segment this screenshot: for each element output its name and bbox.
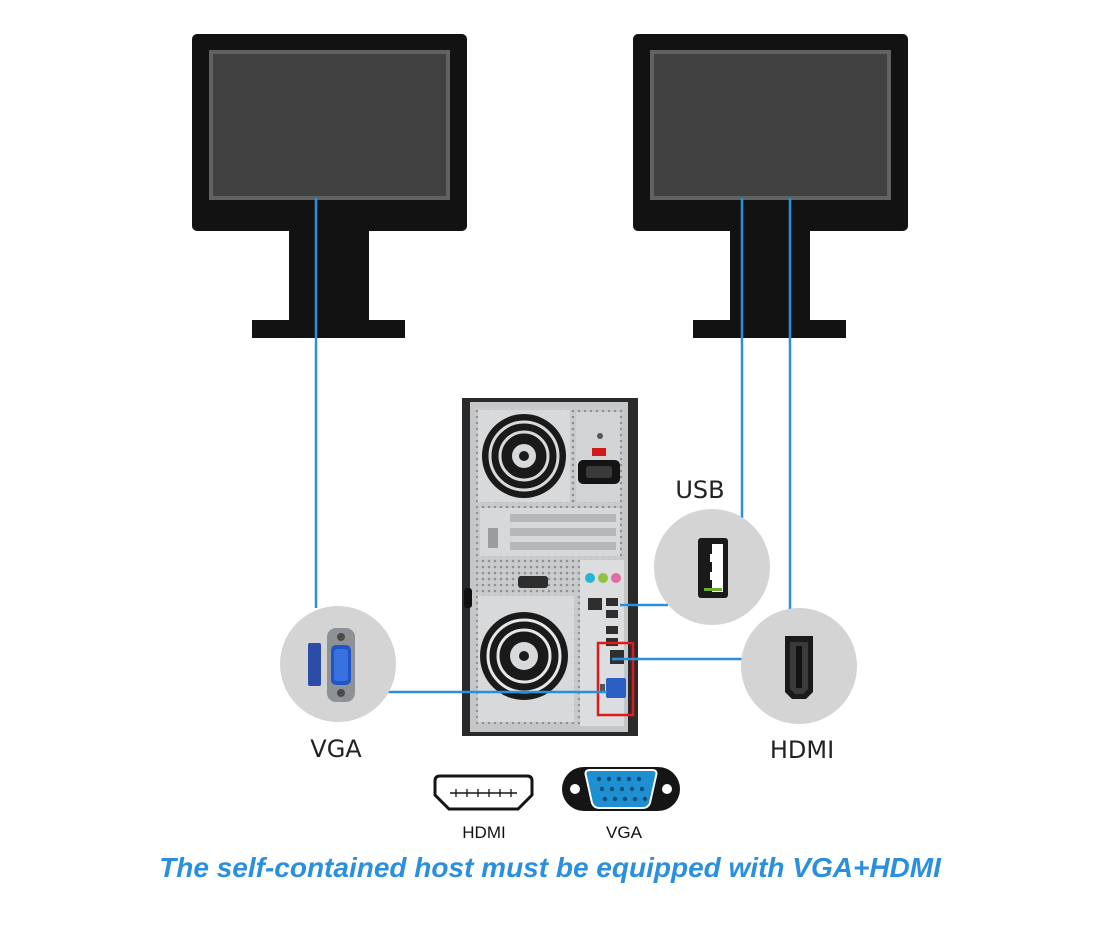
hdmi-connector-icon — [433, 774, 534, 811]
vga-connector-icon — [562, 767, 680, 811]
diagram-caption: The self-contained host must be equipped… — [159, 852, 941, 883]
video-ports-highlight — [596, 641, 635, 717]
monitor-right-icon — [633, 34, 908, 338]
usb-port-icon — [654, 509, 770, 625]
monitor-left-icon — [192, 34, 467, 338]
usb-label: USB — [675, 476, 724, 504]
cable-lines — [314, 198, 792, 694]
hdmi-port-icon — [741, 608, 857, 724]
vga-label: VGA — [310, 735, 362, 763]
legend-hdmi-label: HDMI — [462, 823, 505, 842]
pc-tower-icon — [462, 398, 638, 736]
vga-port-icon — [280, 606, 396, 722]
hdmi-label: HDMI — [770, 736, 834, 764]
legend-vga-label: VGA — [606, 823, 643, 842]
